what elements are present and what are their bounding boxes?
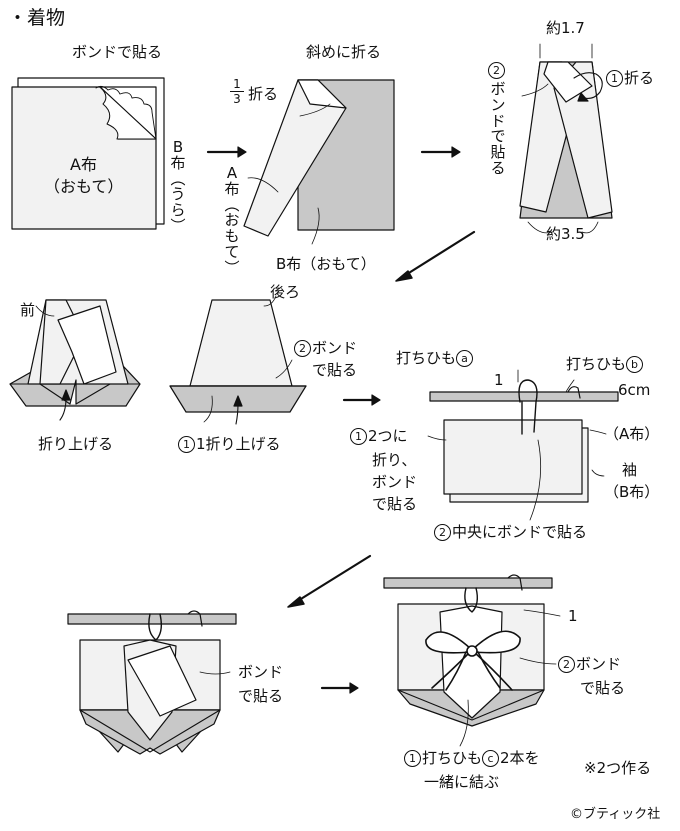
step-number-badge: 1 xyxy=(404,750,421,767)
step-number-badge: 1 xyxy=(178,436,195,453)
step3-bond-badge: 2 xyxy=(488,62,506,79)
arrow-right-icon xyxy=(420,146,461,158)
step5-fold-up-text: 1折り上げる xyxy=(196,435,281,453)
step3-folded-body xyxy=(519,43,613,234)
copyright: ©ブティック社 xyxy=(570,807,661,822)
step5-back-view xyxy=(169,295,307,425)
step5-back-label: 後ろ xyxy=(270,283,301,301)
arrow-right-icon xyxy=(320,682,359,694)
step3-width-top: 約1.7 xyxy=(546,19,585,37)
step2-diagonal-fold xyxy=(243,79,395,245)
step8-bond-line2: で貼る xyxy=(580,679,626,697)
step2-a-cloth-side: A 布 ︵ お も て ︶ xyxy=(224,164,240,277)
step6-fold-line3: ボンド xyxy=(372,473,418,491)
step1-cloths xyxy=(11,77,165,230)
step7-bond-line2: で貼る xyxy=(238,687,284,705)
step6-cord-assembly xyxy=(427,369,619,521)
arrow-right-icon xyxy=(342,394,381,406)
step8-finished-kimono xyxy=(383,574,561,747)
step6-fold-line1: 2つに xyxy=(368,427,408,445)
step8-tie-line1: 打ちひも xyxy=(422,749,483,767)
step4-front-view xyxy=(9,299,141,421)
step2-one-third: 1 3 xyxy=(230,78,244,105)
step8-tie-line2: 一緒に結ぶ xyxy=(424,773,500,791)
step6-center-bond-text: 中央にボンドで貼る xyxy=(452,523,588,541)
step6-fold-line2: 折り、 xyxy=(372,451,417,469)
step8-bond-line1: ボンド xyxy=(576,655,622,673)
step2-fold-third: 折る xyxy=(248,85,279,103)
step6-cord-length: 6cm xyxy=(618,381,651,399)
step8-tie-line1-rest: 2本を xyxy=(500,749,540,767)
step7-bond-line1: ボンド xyxy=(238,663,284,681)
step2-b-cloth-side: B布（おもて） xyxy=(276,255,376,273)
step6-fold-line4: で貼る xyxy=(372,495,418,513)
step-number-badge: 2 xyxy=(294,340,311,357)
page-title: ・着物 xyxy=(8,7,66,29)
step6-sleeve: 袖 xyxy=(622,461,638,479)
step3-fold-text: 折る xyxy=(624,69,655,87)
step4-front-label: 前 xyxy=(20,301,36,319)
cord-mark-badge: a xyxy=(456,350,474,367)
step7-assembled-front xyxy=(67,610,237,755)
make-two-note: ※2つ作る xyxy=(584,759,652,777)
step1-bond-label: ボンドで貼る xyxy=(72,43,163,61)
step1-a-cloth-side: （おもて） xyxy=(44,177,124,196)
arrow-right-icon xyxy=(206,146,247,158)
cord-b-label: 打ちひも xyxy=(566,355,627,373)
step6-b-cloth: （B布） xyxy=(604,483,660,501)
cord-a-label: 打ちひも xyxy=(396,349,457,367)
fraction-denominator: 3 xyxy=(233,92,241,106)
step5-bond-line1: ボンド xyxy=(312,339,358,357)
fraction-numerator: 1 xyxy=(233,77,241,91)
step6-a-cloth: （A布） xyxy=(604,425,660,443)
step3-bond-vertical: ボ ン ド で 貼 る xyxy=(490,80,506,177)
step6-measure-1: 1 xyxy=(494,371,504,389)
cord-mark-badge: b xyxy=(626,356,644,373)
step-number-badge: 1 xyxy=(606,70,623,87)
step4-fold-up: 折り上げる xyxy=(38,435,114,453)
cord-mark-badge: c xyxy=(482,750,500,767)
step1-a-cloth-label: A布 xyxy=(70,155,97,174)
step3-width-bottom: 約3.5 xyxy=(546,225,585,243)
step-number-badge: 2 xyxy=(434,524,451,541)
arrow-down-left-icon xyxy=(395,230,476,282)
step8-measure-1: 1 xyxy=(568,607,578,625)
step2-fold-diagonal: 斜めに折る xyxy=(306,43,382,61)
step-number-badge: 2 xyxy=(558,656,575,673)
arrow-down-left-icon xyxy=(287,554,372,608)
step5-bond-line2: で貼る xyxy=(312,361,358,379)
step-number-badge: 2 xyxy=(488,62,505,79)
step1-b-cloth-side: B 布 ︵ う ら ︶ xyxy=(170,138,186,235)
step-number-badge: 1 xyxy=(350,428,367,445)
